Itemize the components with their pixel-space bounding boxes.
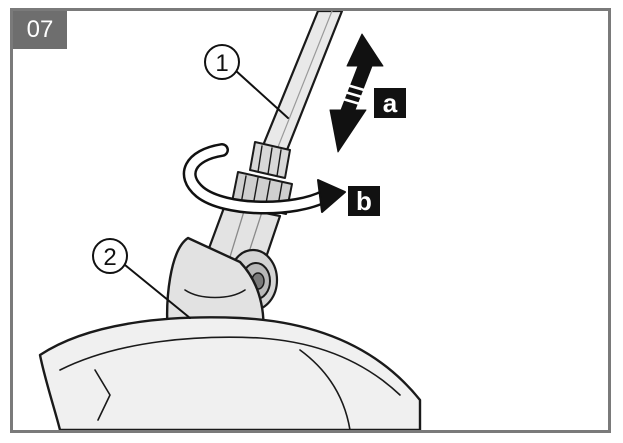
grass-guard <box>38 316 422 430</box>
tag-b: b <box>348 186 380 216</box>
step-number-badge: 07 <box>13 11 67 49</box>
tag-b-label: b <box>356 186 372 216</box>
callout-2: 2 <box>92 238 128 274</box>
callout-2-label: 2 <box>103 244 116 271</box>
upper-shaft <box>260 11 344 157</box>
callout-2-leader <box>124 264 191 319</box>
tag-a: a <box>374 88 406 118</box>
rotation-arrow-b <box>182 143 346 215</box>
tag-a-label: a <box>383 88 398 118</box>
callout-1-leader <box>234 69 289 119</box>
callout-1-label: 1 <box>215 50 228 77</box>
vertical-arrow-a <box>329 33 384 153</box>
callout-1: 1 <box>204 44 240 80</box>
